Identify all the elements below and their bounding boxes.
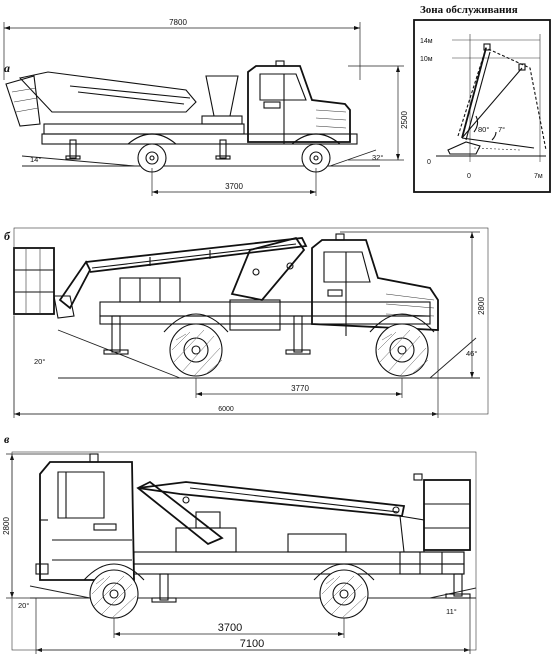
- panel-b-wheelbase-dimension: 3770: [195, 378, 403, 398]
- panel-a-wheelbase-dimension: 3700: [151, 168, 317, 196]
- panel-v-height-dimension: 2800: [2, 453, 96, 599]
- panel-a-front-angle: 14°: [30, 155, 41, 164]
- panel-v-letter: в: [4, 432, 10, 446]
- panel-a-wheelbase-label: 3700: [225, 182, 243, 191]
- panel-v-truck: [35, 453, 471, 619]
- zone-zero-x: 0: [467, 173, 471, 180]
- panel-b-height-label: 2800: [477, 297, 486, 315]
- panel-v-length-label: 7100: [240, 638, 264, 650]
- panel-v-frame: [11, 451, 477, 651]
- panel-a-height-label: 2500: [400, 111, 409, 129]
- panel-b-truck: [13, 233, 439, 377]
- zone-height-14: 14м: [420, 38, 433, 45]
- panel-b-letter: б: [4, 229, 11, 243]
- panel-a-length-dimension: 7800: [3, 18, 361, 80]
- panel-a-letter: а: [4, 61, 10, 75]
- panel-a-truck: [5, 60, 358, 173]
- panel-a-length-label: 7800: [169, 18, 187, 27]
- zone-angle-7: 7°: [498, 125, 505, 134]
- panel-b-front-angle: 20°: [34, 357, 45, 366]
- panel-v-height-label: 2800: [2, 517, 11, 535]
- panel-a: а 7800 2500 14° 32°: [3, 18, 409, 196]
- zone-reach-7: 7м: [534, 173, 543, 180]
- panel-v-front-angle: 20°: [18, 601, 29, 610]
- panel-a-height-dimension: 2500: [348, 65, 409, 161]
- panel-b-frame: [13, 227, 489, 415]
- panel-v: в 2800 20° 11°: [2, 432, 477, 654]
- panel-b-wheelbase-label: 3770: [291, 384, 309, 393]
- panel-b-length-label: 6000: [218, 406, 234, 413]
- panel-b: б 2800 20° 46°: [4, 229, 486, 418]
- zone-title: Зона обслуживания: [420, 4, 518, 16]
- panel-v-wheelbase-label: 3700: [218, 622, 242, 634]
- panel-v-wheelbase-dimension: 3700: [113, 618, 345, 638]
- zone-zero-y: 0: [427, 159, 431, 166]
- zone-frame: [413, 19, 551, 193]
- zone-angle-80: 80°: [478, 125, 489, 134]
- panel-b-length-dimension: 6000: [13, 316, 439, 418]
- panel-a-rear-angle: 32°: [372, 153, 383, 162]
- service-zone: Зона обслуживания 14м 10м 0 0 7м 80° 7°: [413, 4, 551, 193]
- panel-b-rear-angle: 46°: [466, 349, 477, 358]
- panel-v-rear-angle: 11°: [446, 607, 457, 616]
- zone-height-10: 10м: [420, 56, 433, 63]
